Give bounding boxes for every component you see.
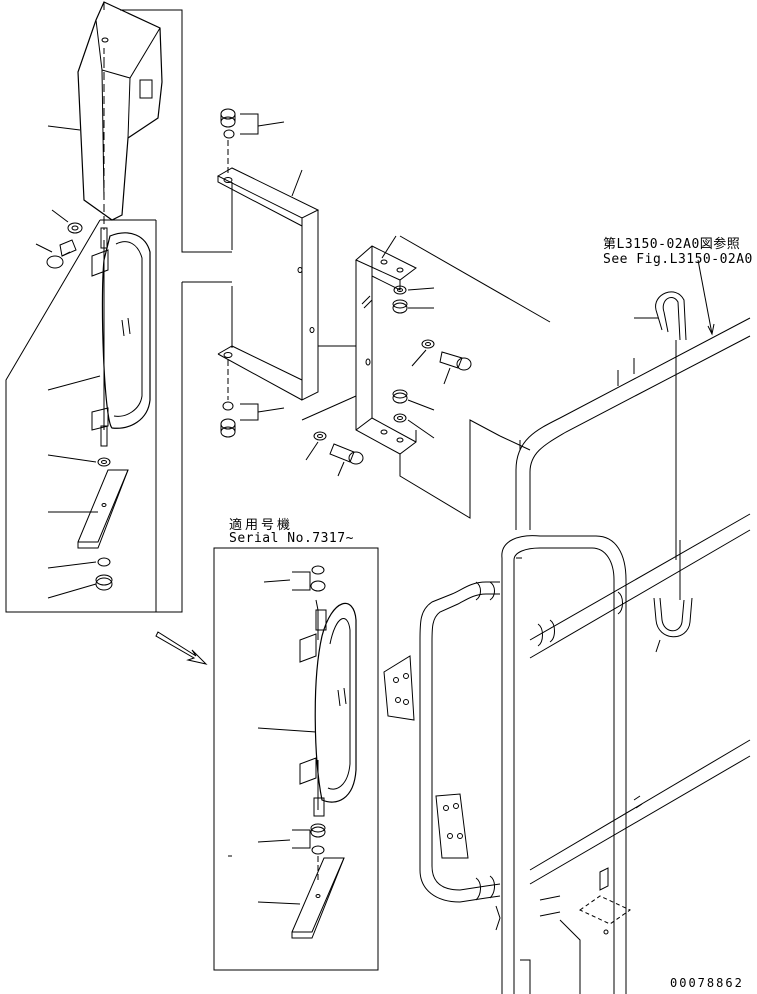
body-panel-outline: [302, 236, 550, 518]
reference-note-english: See Fig.L3150-02A0: [603, 252, 753, 267]
washer-bolt-center: [412, 340, 471, 384]
leader-bracket: [292, 170, 302, 196]
serial-note-japanese: 適用号機: [229, 518, 294, 533]
washer-left: [68, 223, 82, 233]
clip-nut-lower: [228, 824, 325, 880]
clip-nut-upper: [264, 566, 325, 591]
bolt-clip-bottom: [221, 360, 284, 437]
mount-plate-upper: [384, 656, 414, 720]
leader-lines-left: [36, 126, 100, 598]
handrail: [516, 318, 750, 884]
mount-bracket: [218, 168, 318, 400]
reference-note-japanese: 第L3150-02A0図参照: [603, 237, 741, 252]
u-bolt-upper: [634, 292, 686, 560]
ref-arrow: [698, 260, 714, 334]
serial-note-english: Serial No.7317~: [229, 531, 354, 546]
crossbar-clamps: [496, 592, 642, 994]
mounting-plate: [356, 236, 416, 454]
nut-washer-upper: [393, 286, 434, 313]
washer-lower-left: [98, 458, 110, 466]
bracket-lower: [258, 858, 344, 938]
drawing-number: 00078862: [670, 976, 744, 990]
bracket-left: [78, 470, 128, 548]
u-bolt-lower: [654, 540, 692, 652]
work-lamp-upper: [92, 228, 150, 446]
cover-part: [78, 2, 162, 230]
bolt-clip-top: [221, 109, 284, 176]
nut-washer-lower: [393, 390, 434, 438]
ladder-frame: [502, 536, 626, 994]
bolt-left: [47, 240, 76, 268]
nut-left: [96, 575, 112, 590]
washer-bolt-lower: [306, 432, 363, 476]
serial-box: [214, 548, 378, 970]
work-lamp-lower: [258, 600, 356, 816]
mount-plate-lower: [436, 794, 468, 858]
washer-bottom-left: [98, 558, 110, 566]
grab-handle: [420, 582, 500, 902]
arrow-to-serial: [156, 632, 206, 664]
assembly-outline: [6, 2, 232, 612]
